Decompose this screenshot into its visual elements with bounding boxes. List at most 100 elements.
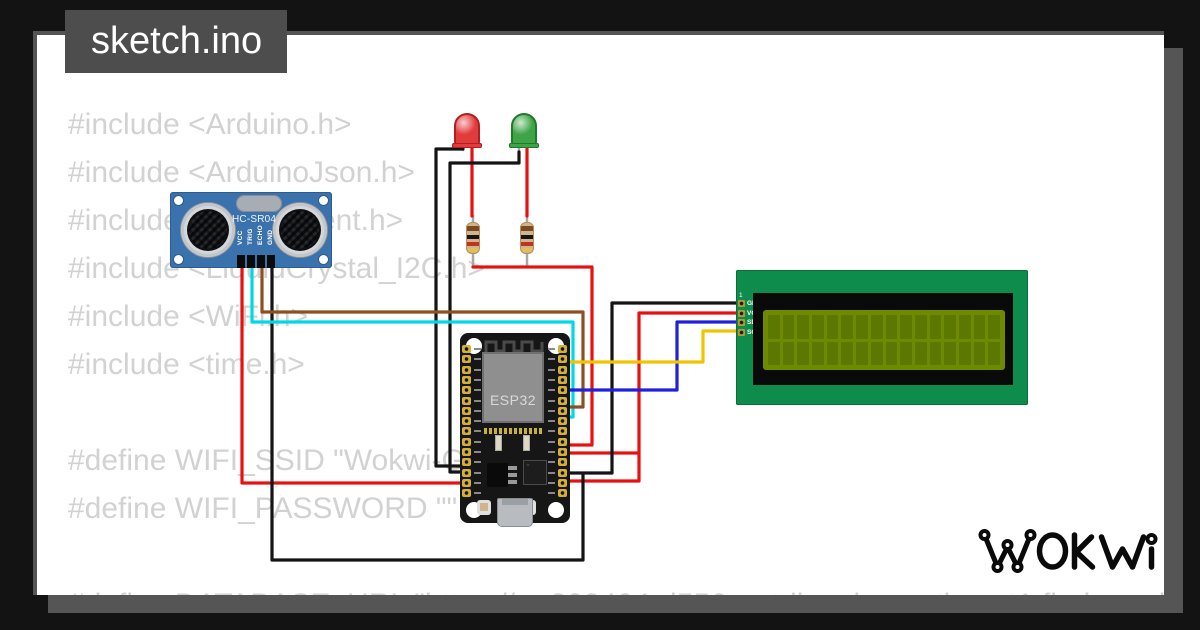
esp32-pin-right — [558, 386, 567, 395]
esp32-pin-label — [548, 420, 555, 423]
code-line: #include <time.h> — [68, 348, 305, 381]
module-pin — [494, 428, 497, 434]
resistor-red-led — [466, 222, 480, 254]
esp32-pin-label — [548, 378, 555, 381]
usb-connector — [497, 498, 533, 527]
esp32-pin-label — [474, 420, 481, 423]
module-pin — [499, 428, 502, 434]
module-pin — [519, 428, 522, 434]
esp32-pin-label — [474, 389, 481, 392]
lcd-cell — [797, 315, 810, 339]
esp32-pin-right — [558, 365, 567, 374]
esp32-pin-right — [558, 437, 567, 446]
hcsr04-pin-echo — [257, 255, 265, 268]
lcd-character-grid — [763, 310, 1005, 370]
esp32-pin-label — [548, 399, 555, 402]
esp32-pin-right — [558, 406, 567, 415]
smd-component — [523, 435, 530, 451]
hcsr04-pin-vcc — [237, 255, 245, 268]
wire-lcd-gnd — [567, 301, 741, 475]
esp32-pin-label — [474, 471, 481, 474]
esp32-pin-label — [548, 348, 555, 350]
lcd-cell — [914, 315, 927, 339]
esp32-pin-right — [558, 468, 567, 477]
esp32-pin-left — [462, 417, 471, 426]
lcd-cell — [812, 341, 824, 365]
wire-lcd-sda — [567, 320, 741, 392]
lcd-cell — [768, 341, 780, 365]
esp32-pin-right — [558, 458, 567, 467]
lcd-cell — [782, 341, 795, 365]
wire-sensor-trig — [250, 266, 575, 419]
lcd1602-display: 1 GNDVCCSDASCL — [736, 270, 1028, 405]
lcd-pin-sda — [738, 319, 745, 327]
screw-hole — [174, 196, 183, 205]
esp32-pin-label — [474, 481, 481, 484]
lcd-cell — [812, 315, 824, 339]
esp32-pin-label — [474, 440, 481, 443]
code-line: #define WIFI_PASSWORD "" — [68, 492, 458, 525]
lcd-bezel — [753, 293, 1013, 385]
code-line: #include <WiFi.h> — [68, 300, 309, 333]
lcd-cell — [856, 341, 868, 365]
wire-lcd-vcc — [567, 311, 741, 483]
lcd-cell — [929, 341, 942, 365]
lcd-cell — [900, 315, 912, 339]
esp32-pin-label — [548, 389, 555, 392]
led-green-flange — [509, 143, 539, 148]
lcd-cell — [988, 315, 1000, 339]
esp32-pin-right — [558, 427, 567, 436]
esp32-pin-label — [548, 368, 555, 371]
esp32-pin-left — [462, 386, 471, 395]
lcd-cell — [826, 315, 839, 339]
module-pin — [509, 428, 512, 434]
usb-chip — [523, 460, 547, 485]
esp32-pin-left — [462, 406, 471, 415]
lcd-cell — [841, 315, 854, 339]
lcd-pin1-label: 1 — [739, 292, 743, 299]
wire-sensor-vcc — [240, 266, 466, 485]
led-green — [509, 113, 539, 153]
esp32-pin-left — [462, 468, 471, 477]
led-red — [452, 113, 482, 153]
esp32-pin-right — [558, 448, 567, 456]
page-shadow-bottom — [48, 595, 1183, 613]
lcd-cell — [826, 341, 839, 365]
lcd-cell — [958, 315, 971, 339]
esp32-pin-right — [558, 345, 567, 353]
hcsr04-pin-trig — [247, 255, 255, 268]
esp32-pin-right — [558, 355, 567, 364]
lcd-cell — [988, 341, 1000, 365]
mount-hole — [548, 502, 564, 518]
code-line: #define DATABASE_URL "https://...-202404… — [68, 581, 1164, 595]
lcd-pin-vcc — [738, 309, 745, 317]
lcd-cell — [885, 341, 898, 365]
sketch-title: sketch.ino — [91, 20, 263, 62]
esp32-pin-label — [548, 461, 555, 464]
esp32-pin-left — [462, 427, 471, 436]
module-pin — [534, 428, 537, 434]
module-pin — [529, 428, 532, 434]
lcd-cell — [885, 315, 898, 339]
smd-component — [495, 435, 502, 451]
esp32-pin-right — [558, 375, 567, 384]
lcd-cell — [973, 315, 986, 339]
screw-hole — [319, 196, 328, 205]
hcsr04-label: HC-SR04 — [232, 214, 277, 225]
esp32-pin-right — [558, 478, 567, 487]
diagram-page: #include <Arduino.h>#include <ArduinoJso… — [33, 31, 1164, 595]
sketch-title-tab: sketch.ino — [65, 10, 287, 73]
esp32-pin-left — [462, 355, 471, 364]
esp32-pin-label — [548, 451, 555, 453]
esp32-pin-label — [474, 358, 481, 361]
esp32-pin-left — [462, 448, 471, 456]
lcd-pin-scl — [738, 328, 745, 336]
voltage-regulator — [487, 463, 517, 487]
screw-hole — [319, 255, 328, 264]
module-pin — [504, 428, 507, 434]
usb-shield — [502, 499, 528, 505]
module-pin — [514, 428, 517, 434]
antenna-icon — [484, 340, 544, 355]
transducer-mesh — [279, 209, 321, 251]
